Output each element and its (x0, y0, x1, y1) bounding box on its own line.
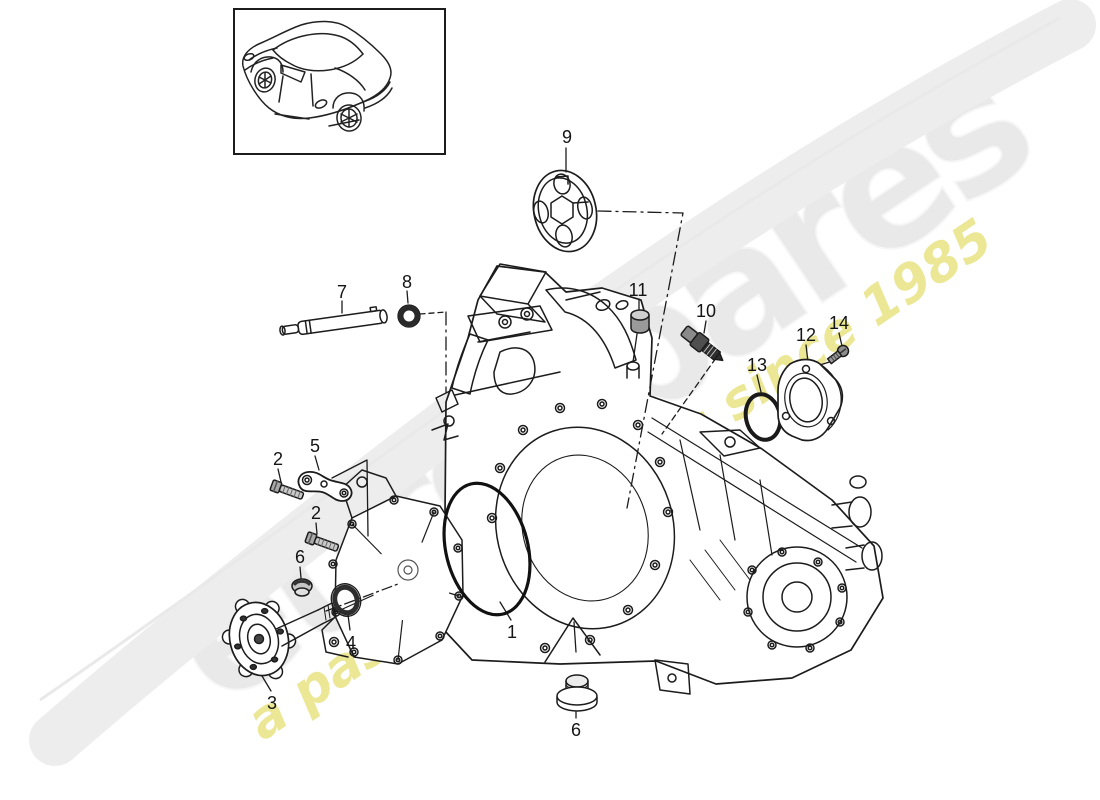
part-2-screw-upper (269, 479, 305, 500)
front-wheel (254, 67, 276, 93)
vehicle-thumbnail-box (233, 8, 446, 155)
flange-bolt-holes (233, 607, 285, 671)
part-callout-2[interactable]: 2 (310, 503, 322, 523)
part-callout-10[interactable]: 10 (695, 301, 717, 321)
part-callout-4[interactable]: 4 (345, 633, 357, 653)
part-10-sensor (680, 325, 724, 362)
part-callout-1[interactable]: 1 (506, 622, 518, 642)
part-7-shaft (279, 306, 388, 336)
cover-bolt-holes (328, 495, 464, 665)
part-2-screw-lower (304, 531, 340, 552)
part-6-grommet-upper (291, 578, 313, 597)
leader-lines (261, 147, 843, 719)
rear-wheel (336, 104, 362, 132)
part-11-plug (630, 309, 650, 334)
part-12-cover-plate (777, 358, 844, 442)
part-9-cap (532, 169, 598, 253)
part-callout-8[interactable]: 8 (401, 272, 413, 292)
part-callout-6[interactable]: 6 (294, 547, 306, 567)
part-callout-14[interactable]: 14 (828, 313, 850, 333)
endcap-bolt-holes (743, 547, 847, 653)
part-5-bracket (297, 471, 353, 502)
part-callout-5[interactable]: 5 (309, 436, 321, 456)
part-4-shaft-seal (330, 583, 362, 617)
part-callout-9[interactable]: 9 (561, 127, 573, 147)
part-14-screw (826, 344, 850, 365)
part-3-output-flange (221, 598, 337, 680)
transmission-case (321, 263, 884, 695)
part-callout-11[interactable]: 11 (628, 280, 648, 300)
part-callout-6[interactable]: 6 (570, 720, 582, 740)
part-callout-12[interactable]: 12 (795, 325, 817, 345)
part-8-seal-ring (397, 304, 421, 328)
part-1-gasket-o-ring (442, 481, 532, 617)
face-bolt-holes (486, 398, 674, 654)
part-callout-2[interactable]: 2 (272, 449, 284, 469)
part-callout-7[interactable]: 7 (336, 282, 348, 302)
part-callout-13[interactable]: 13 (746, 355, 768, 375)
part-callout-3[interactable]: 3 (266, 693, 278, 713)
vehicle-line-art (241, 20, 393, 132)
part-6-plug-lower (556, 674, 598, 712)
